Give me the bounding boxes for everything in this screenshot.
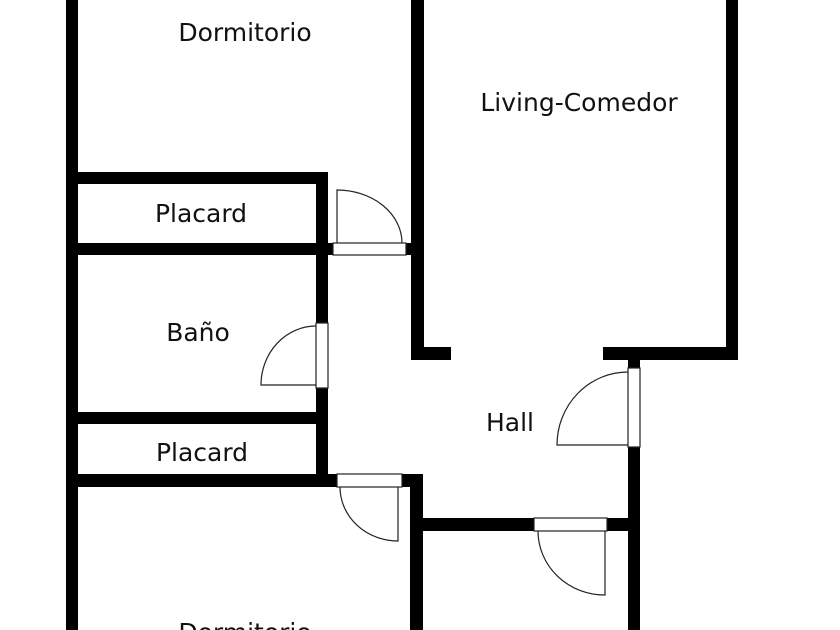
label-dormitorio-2: Dormitorio	[178, 618, 311, 630]
living-wall-foot	[411, 347, 451, 360]
door-bano[interactable]	[260, 322, 329, 389]
placard1-top-wall	[66, 172, 328, 184]
door-dormitorio-1[interactable]	[332, 189, 407, 256]
doors	[260, 189, 641, 596]
living-right-wall	[726, 0, 738, 360]
door-bottom-room[interactable]	[533, 517, 608, 596]
dormitorio2-right-wall	[410, 474, 423, 630]
placard1-right-wall	[316, 172, 328, 255]
label-bano: Baño	[166, 318, 230, 347]
living-bottom-wall	[603, 347, 738, 360]
bano-bottom-wall	[66, 412, 328, 424]
label-hall: Hall	[486, 408, 534, 437]
outer-left-wall	[66, 0, 78, 630]
walls	[66, 0, 738, 630]
label-living-comedor: Living-Comedor	[480, 88, 678, 117]
room-labels: Dormitorio Living-Comedor Placard Baño H…	[155, 18, 678, 630]
door-hall-entry[interactable]	[556, 367, 641, 448]
placard2-bottom-wall	[66, 474, 423, 487]
label-placard-2: Placard	[156, 438, 248, 467]
dormitorio-living-wall	[411, 0, 424, 360]
door-dormitorio-2[interactable]	[336, 473, 403, 542]
label-dormitorio-1: Dormitorio	[178, 18, 311, 47]
label-placard-1: Placard	[155, 199, 247, 228]
